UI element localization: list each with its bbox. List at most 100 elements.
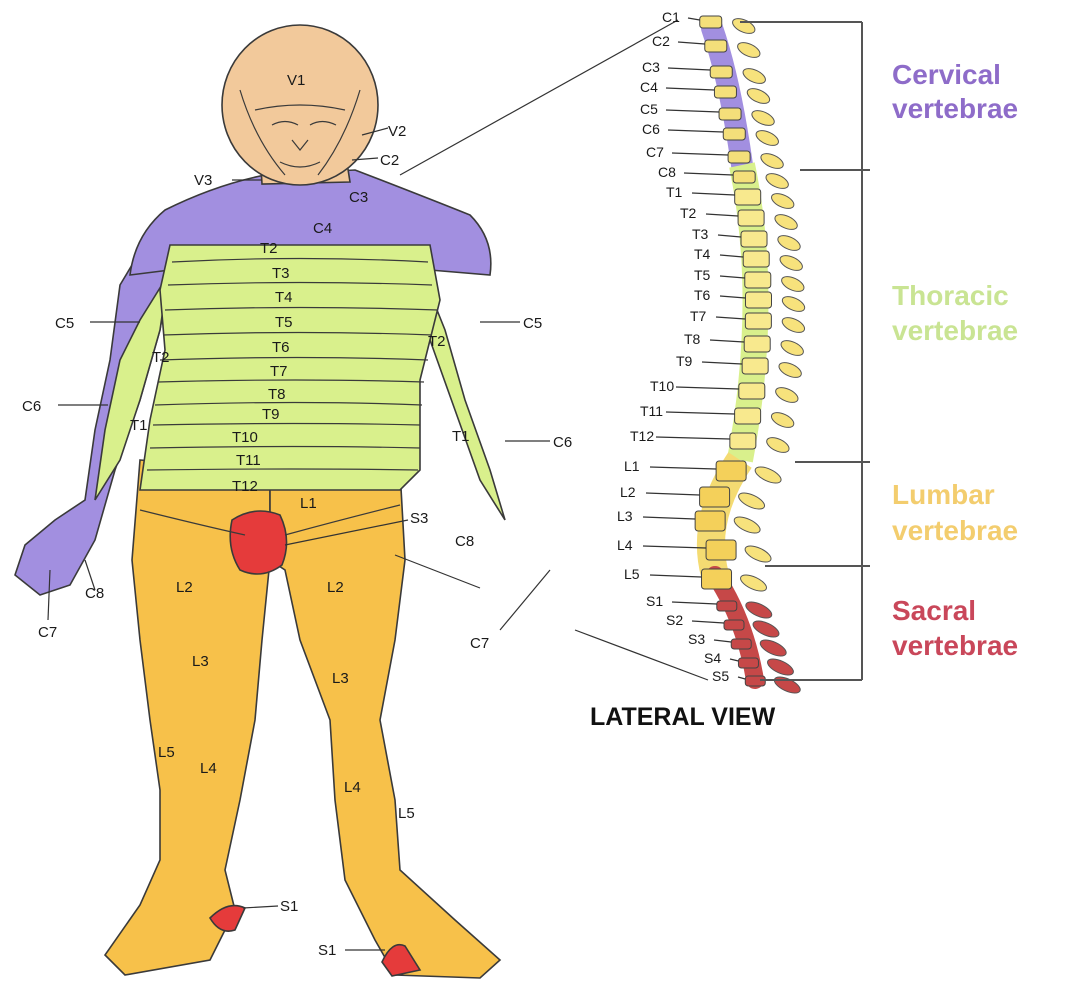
spine-label-t8: T8 [684,331,701,347]
spine [695,15,807,696]
spine-label-c2: C2 [652,33,670,49]
label-t12: T12 [232,478,258,495]
spine-leader-line [706,214,738,216]
spine-leader-line [656,437,730,439]
label-s3: S3 [410,510,428,527]
spine-label-t10: T10 [650,378,674,394]
vertebral-body [717,601,737,611]
label-t9: T9 [262,406,280,423]
vertebral-body [735,408,761,424]
spinous-process [743,543,773,566]
vertebral-body [723,128,745,140]
spine-label-c6: C6 [642,121,660,137]
spine-leader-line [720,255,743,257]
vertebral-body [745,313,771,329]
label-t8: T8 [268,386,286,403]
spine-label-c8: C8 [658,164,676,180]
label-c7-left: C7 [38,624,57,641]
region-thoracic-line1: Thoracic [892,280,1009,311]
label-c8-left: C8 [85,585,104,602]
label-l4-right: L4 [344,779,361,796]
vertebral-body [730,433,756,449]
region-cervical-line1: Cervical [892,59,1001,90]
spine-leader-line [678,42,705,44]
spine-label-s4: S4 [704,650,721,666]
spine-label-s2: S2 [666,612,683,628]
spine-leader-line [650,575,702,577]
label-t11: T11 [236,452,261,469]
spine-leader-line [646,493,700,495]
spinous-process [744,599,774,622]
label-l2-left: L2 [176,579,193,596]
label-c8-right: C8 [455,533,474,550]
spine-label-t2: T2 [680,205,697,221]
lateral-view-label: LATERAL VIEW [590,703,776,731]
label-s1-right: S1 [318,942,336,959]
label-c6-left: C6 [22,398,41,415]
spine-leader-line [730,659,738,661]
spinous-process [751,618,781,641]
label-t2-left-arm: T2 [152,349,170,366]
label-s1-left: S1 [280,898,298,915]
spinous-process [777,359,804,380]
spine-label-l4: L4 [617,537,633,553]
spine-label-s3: S3 [688,631,705,647]
spine-leader-line [688,18,700,20]
spinous-process [732,514,762,537]
vertebral-body [743,251,769,267]
spinous-process [758,637,788,660]
spine-leader-line [672,602,717,604]
spinous-process [735,39,762,60]
vertebral-body [735,189,761,205]
spine-label-t6: T6 [694,287,711,303]
label-c2: C2 [380,152,399,169]
label-c7-right: C7 [470,635,489,652]
spinous-process [776,232,803,253]
spine-label-t1: T1 [666,184,683,200]
spine-label-l2: L2 [620,484,636,500]
spine-leader-line [738,677,745,679]
spine-leader-line [718,235,741,237]
spine-leader-line [666,88,714,90]
right-arm-t-strip [425,280,505,520]
label-t2-right-arm: T2 [428,333,446,350]
vertebral-body [700,487,730,507]
label-c4: C4 [313,220,332,237]
label-v1: V1 [287,72,305,89]
region-lumbar-line1: Lumbar [892,479,995,510]
spinous-process [759,150,786,171]
region-lumbar-line2: vertebrae [892,515,1018,546]
spinous-process [779,337,806,358]
spine-label-l5: L5 [624,566,640,582]
spinous-process [741,65,768,86]
spine-label-s1: S1 [646,593,663,609]
label-t10: T10 [232,429,258,446]
spinous-process [730,15,757,36]
label-l5-right: L5 [398,805,415,822]
vertebral-body [710,66,732,78]
vertebral-body [716,461,746,481]
label-t5: T5 [275,314,293,331]
spine-label-c3: C3 [642,59,660,75]
spine-label-c7: C7 [646,144,664,160]
spinous-process [773,384,800,405]
spine-leader-line [714,640,731,642]
label-c6-right: C6 [553,434,572,451]
spine-label-s5: S5 [712,668,729,684]
sacral-patch [230,511,286,574]
vertebral-body [731,639,751,649]
spinous-process [754,127,781,148]
spinous-process [764,434,791,455]
label-v3: V3 [194,172,212,189]
vertebral-body [745,292,771,308]
vertebral-body [744,336,770,352]
spine-label-c4: C4 [640,79,658,95]
vertebral-body [700,16,722,28]
vertebral-body [714,86,736,98]
spine-label-t5: T5 [694,267,711,283]
vertebral-body [706,540,736,560]
vertebral-body [702,569,732,589]
region-cervical-line2: vertebrae [892,93,1018,124]
region-sacral-line2: vertebrae [892,630,1018,661]
